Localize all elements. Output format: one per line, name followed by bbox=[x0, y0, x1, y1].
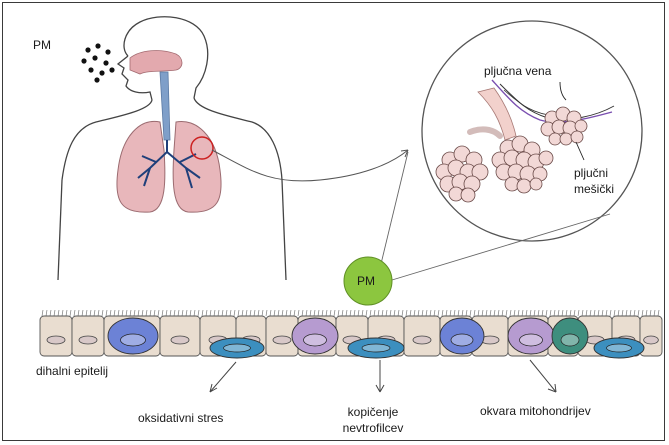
cell-nucleus bbox=[273, 336, 291, 344]
pm-label-top: PM bbox=[33, 38, 51, 53]
alveoli-label-line2: mešički bbox=[574, 182, 614, 197]
cell-nucleus bbox=[561, 334, 579, 346]
cell-nucleus bbox=[451, 334, 473, 346]
effect-arrows bbox=[210, 360, 556, 392]
cell-nucleus bbox=[171, 336, 189, 344]
mitochondrial-damage-label: okvara mitohondrijev bbox=[480, 404, 591, 419]
zoom-connector bbox=[212, 150, 408, 181]
alveoli-zoom bbox=[422, 21, 642, 241]
cell-nucleus bbox=[47, 336, 65, 344]
pulmonary-vein-label: pljučna vena bbox=[484, 64, 551, 79]
cell-nucleus bbox=[520, 334, 543, 346]
pm-particles bbox=[81, 43, 114, 82]
cell-nucleus bbox=[644, 336, 659, 344]
cell-nucleus bbox=[413, 336, 431, 344]
cell-nucleus bbox=[79, 336, 97, 344]
zoom-line-left bbox=[380, 152, 408, 268]
oxidative-stress-label: oksidativni stres bbox=[138, 411, 223, 426]
cell-nucleus bbox=[362, 344, 390, 352]
neutrophil-accumulation-label-line1: kopičenje bbox=[348, 405, 399, 420]
alveoli-label-line1: pljučni bbox=[574, 166, 608, 181]
cell-nucleus bbox=[121, 334, 146, 346]
respiratory-epithelium bbox=[40, 310, 662, 358]
cell-nucleus bbox=[607, 344, 632, 352]
cell-nucleus bbox=[304, 334, 327, 346]
cell-nucleus bbox=[224, 344, 251, 352]
pm-particle-label: PM bbox=[357, 274, 375, 289]
epithelium-label: dihalni epitelij bbox=[36, 364, 108, 379]
neutrophil-accumulation-label-line2: nevtrofilcev bbox=[343, 421, 404, 436]
